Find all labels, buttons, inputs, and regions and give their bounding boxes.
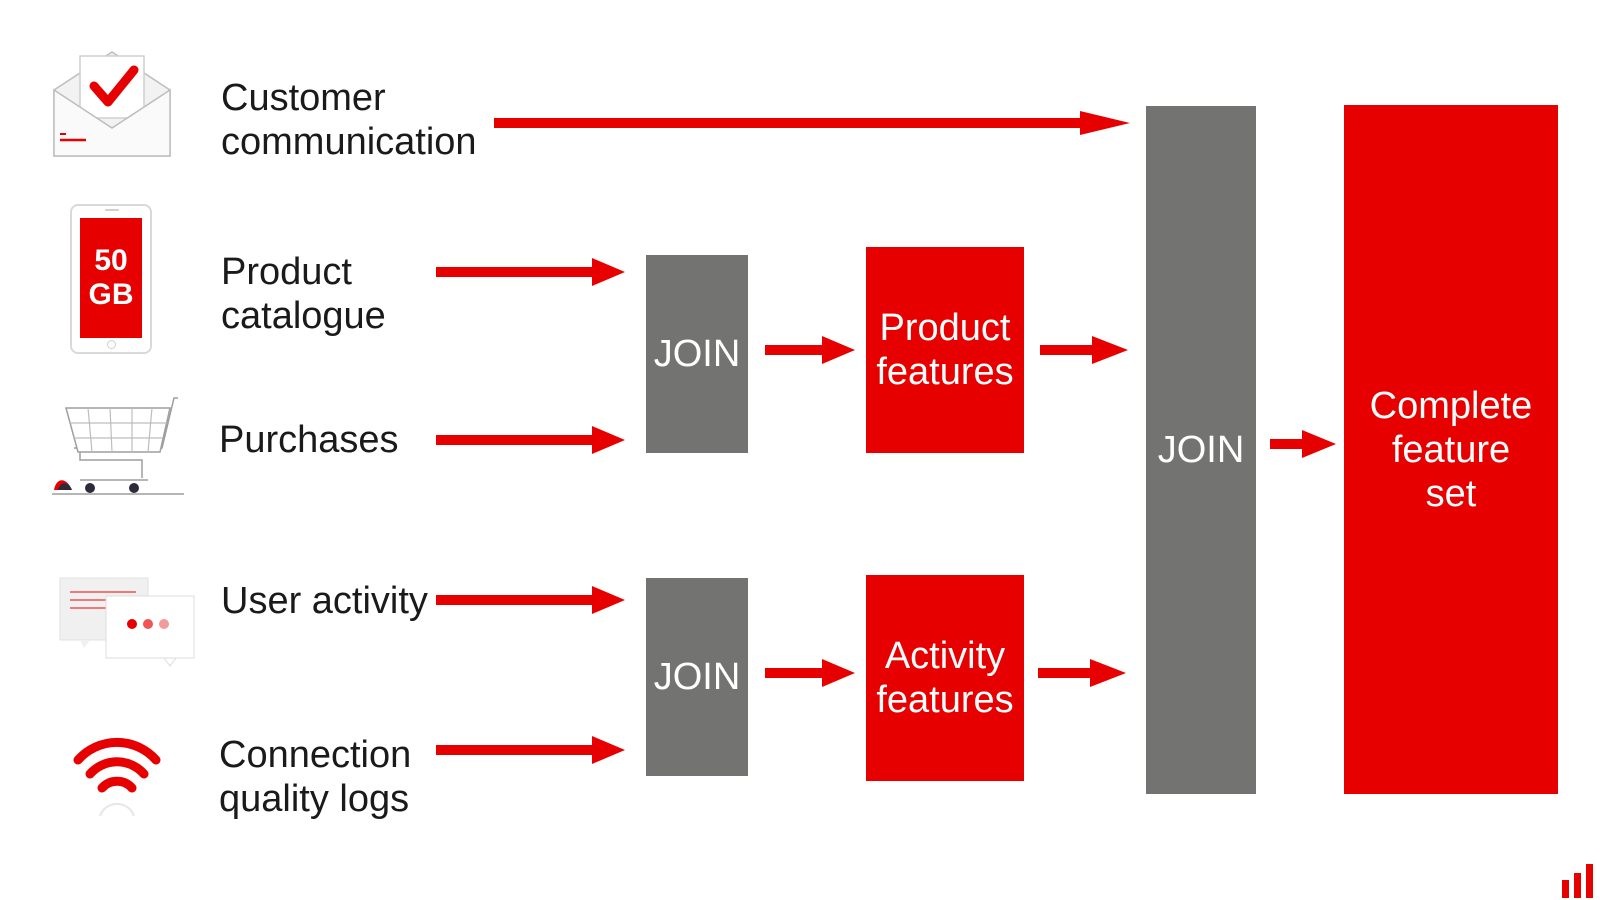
join-box-activity: JOIN [646,578,748,776]
join-box-product: JOIN [646,255,748,453]
source-label-purchases: Purchases [219,419,399,461]
phone-icon-text-line1: 50 [94,244,128,277]
chat-bubbles-icon [59,577,195,667]
arrow-customer-communication-to-join [494,111,1130,135]
arrow-join-to-activity-features [765,659,855,687]
phone-icon-text-line2: GB [88,278,134,311]
source-label-product-catalogue: Product catalogue [221,251,386,337]
shopping-cart-icon [52,397,184,495]
signal-bars-logo-icon [1562,864,1593,898]
arrow-product-features-to-join [1040,336,1128,364]
activity-features-box: Activity features [866,575,1024,781]
arrow-purchases-to-join [436,426,625,454]
arrow-connection-quality-to-join [436,736,625,764]
wifi-signal-icon [73,737,161,817]
arrow-join-to-complete-feature-set [1270,430,1336,458]
source-label-customer-communication: Customer communication [221,77,477,163]
arrow-user-activity-to-join [436,586,625,614]
envelope-check-icon [53,51,171,157]
arrow-join-to-product-features [765,336,855,364]
source-label-connection-quality-logs: Connection quality logs [219,734,412,820]
arrow-product-catalogue-to-join [436,258,625,286]
complete-feature-set-box: Complete feature set [1344,105,1558,794]
phone-50gb-icon: 50 GB [70,204,152,354]
source-label-user-activity: User activity [221,580,428,622]
product-features-box: Product features [866,247,1024,453]
arrow-activity-features-to-join [1038,659,1126,687]
join-box-final: JOIN [1146,106,1256,794]
